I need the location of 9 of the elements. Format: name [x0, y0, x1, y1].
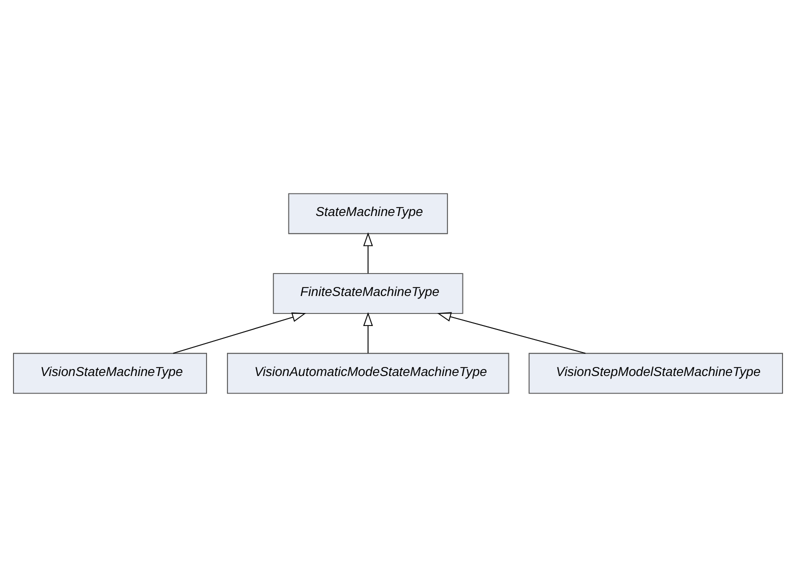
node-box: VisionStepModelStateMachineType [528, 352, 783, 394]
arrow [363, 232, 373, 274]
arrow [172, 312, 306, 354]
arrow [437, 312, 586, 354]
arrow [363, 312, 373, 354]
node-box: StateMachineType [288, 193, 448, 234]
node-box: FiniteStateMachineType [272, 273, 464, 314]
node-box: VisionAutomaticModeStateMachineType [226, 352, 510, 394]
node-box: VisionStateMachineType [13, 352, 208, 394]
